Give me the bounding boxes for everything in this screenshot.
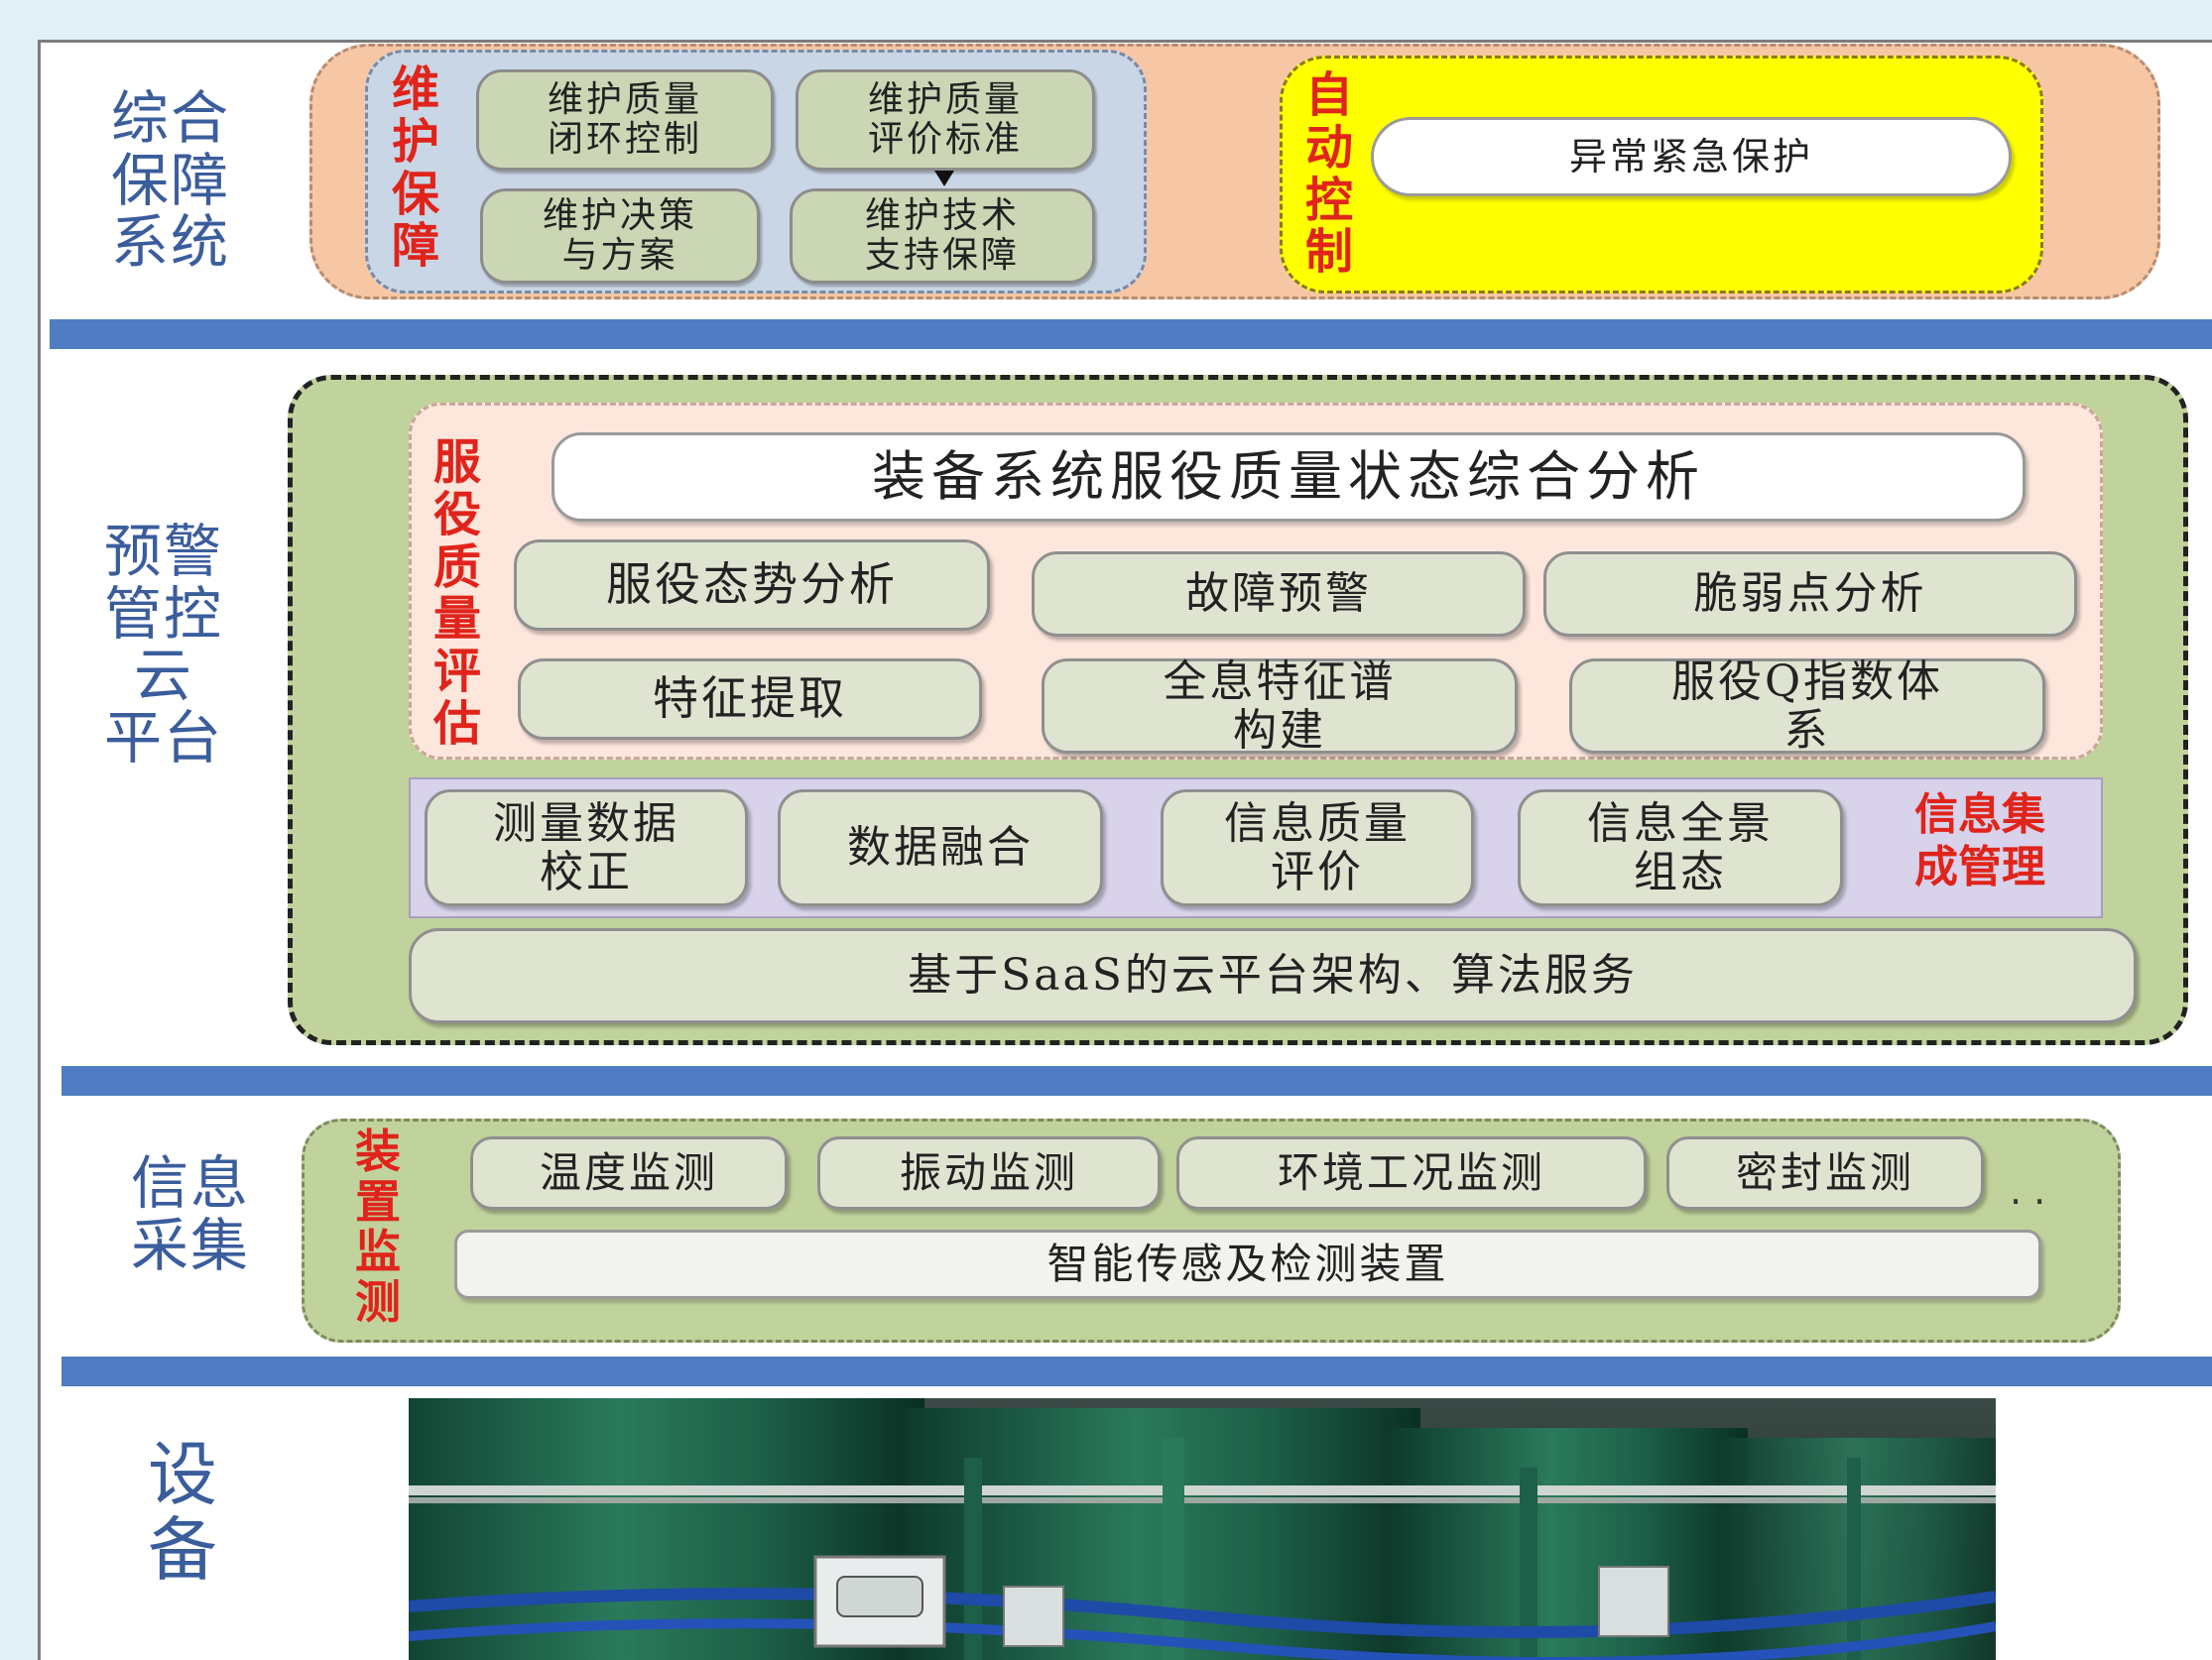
equipment-photo: [409, 1398, 1996, 1660]
maintenance-item-tech: 维护技术 支持保障: [790, 188, 1095, 284]
collection-title: 装 置 监 测: [355, 1125, 401, 1329]
divider-1: [50, 319, 2212, 349]
vulnerability-analysis-item: 脆弱点分析: [1543, 551, 2077, 637]
info-quality-eval-item: 信息质量 评价: [1161, 789, 1474, 906]
saas-platform-item: 基于SaaS的云平台架构、算法服务: [409, 928, 2137, 1023]
feature-extraction-item: 特征提取: [518, 658, 982, 740]
seal-monitoring-item: 密封监测: [1666, 1136, 1984, 1210]
equipment-photo-graphic: [409, 1398, 1996, 1660]
service-trend-item: 服役态势分析: [514, 539, 990, 631]
smart-sensor-item: 智能传感及检测装置: [454, 1230, 2041, 1299]
layer-label-cloud: 预警 管控 云 平台: [103, 518, 223, 771]
vibration-monitoring-item: 振动监测: [817, 1136, 1161, 1210]
quality-eval-title: 服 役 质 量 评 估: [432, 434, 481, 752]
info-panorama-item: 信息全景 组态: [1518, 789, 1843, 906]
q-index-system-item: 服役Q指数体 系: [1569, 657, 2045, 755]
maintenance-title: 维 护 保 障: [391, 61, 439, 275]
overall-analysis-item: 装备系统服役质量状态综合分析: [552, 432, 2026, 522]
data-fusion-item: 数据融合: [778, 789, 1103, 906]
measurement-correction-item: 测量数据 校正: [425, 789, 748, 906]
auto-control-title: 自 动 控 制: [1304, 67, 1353, 281]
holographic-spectrum-item: 全息特征谱 构建: [1042, 657, 1518, 755]
divider-2: [61, 1066, 2212, 1096]
environment-monitoring-item: 环境工况监测: [1176, 1136, 1647, 1210]
arrow-icon: [934, 171, 954, 186]
maintenance-item-loop: 维护质量 闭环控制: [476, 69, 774, 171]
maintenance-item-standard: 维护质量 评价标准: [796, 69, 1095, 171]
info-mgmt-title: 信息集 成管理: [1914, 789, 2045, 892]
layer-label-support: 综合 保障 系统: [110, 84, 230, 277]
emergency-protection-item: 异常紧急保护: [1371, 117, 2012, 196]
more-items-ellipsis: · ·: [2010, 1180, 2046, 1224]
temperature-monitoring-item: 温度监测: [470, 1136, 788, 1210]
maintenance-item-decision: 维护决策 与方案: [480, 188, 760, 284]
layer-label-device: 设 备: [148, 1434, 219, 1591]
layer-label-collect: 信息 采集: [130, 1149, 250, 1279]
divider-3: [61, 1357, 2212, 1386]
fault-warning-item: 故障预警: [1032, 551, 1526, 637]
